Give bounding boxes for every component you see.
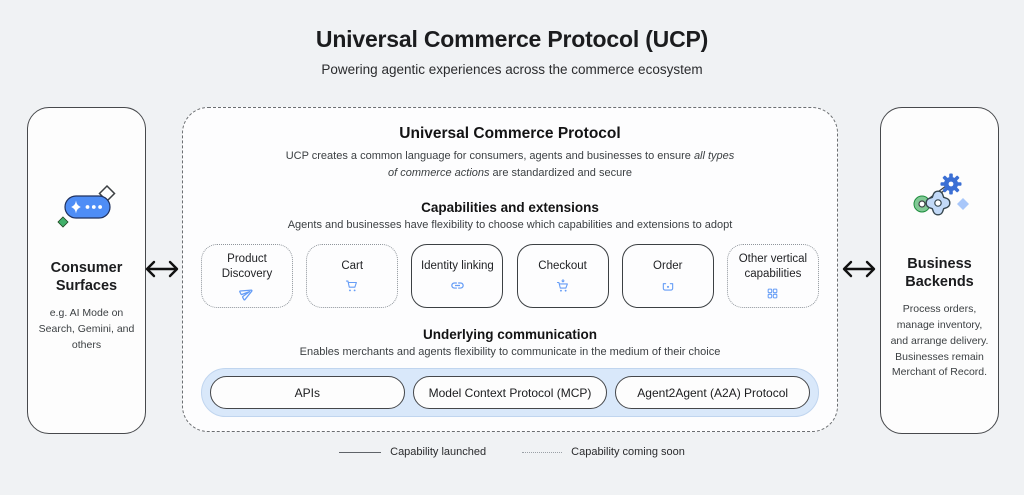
capability-cart: Cart	[306, 244, 399, 308]
ai-chat-pill-icon	[55, 184, 119, 237]
legend-item-coming-soon: Capability coming soon	[522, 446, 685, 458]
ucp-protocol-card: Universal Commerce Protocol UCP creates …	[182, 107, 838, 432]
grid-icon	[766, 286, 779, 300]
ucp-desc-part1: UCP creates a common language for consum…	[285, 150, 694, 162]
capability-other-vertical: Other vertical capabilities	[726, 244, 819, 308]
legend-launched-label: Capability launched	[390, 446, 487, 458]
capability-label: Other vertical capabilities	[738, 252, 808, 280]
legend: Capability launched Capability coming so…	[0, 446, 1024, 458]
page-title: Universal Commerce Protocol (UCP)	[315, 26, 709, 52]
cart-icon	[345, 279, 359, 293]
comm-pill-mcp: Model Context Protocol (MCP)	[412, 376, 608, 409]
gears-icon	[907, 170, 973, 233]
capabilities-section-subtitle: Agents and businesses have flexibility t…	[287, 219, 733, 231]
cart-checkout-icon	[556, 279, 570, 293]
capability-checkout: Checkout	[516, 244, 609, 308]
capabilities-section-title: Capabilities and extensions	[421, 200, 599, 215]
page-subtitle: Powering agentic experiences across the …	[321, 62, 703, 77]
business-backends-title: Business Backends	[905, 256, 974, 291]
capability-product-discovery: Product Discovery	[201, 244, 293, 308]
capability-label: Identity linking	[420, 260, 494, 273]
left-double-arrow-icon	[143, 257, 181, 281]
capability-order: Order	[621, 244, 714, 308]
ucp-desc-italic: all types of commerce actions	[388, 150, 735, 179]
ucp-desc-part2: are standardized and secure	[489, 166, 632, 179]
consumer-surfaces-card: Consumer Surfaces e.g. AI Mode on Search…	[27, 107, 146, 434]
capability-identity-linking: Identity linking	[411, 244, 504, 308]
send-icon	[239, 286, 254, 301]
dotted-line-icon	[522, 451, 563, 453]
capability-label: Product Discovery	[221, 252, 273, 280]
business-backends-description: Process orders, manage inventory, and ar…	[890, 303, 989, 379]
consumer-surfaces-title: Consumer Surfaces	[50, 260, 123, 295]
communication-section-subtitle: Enables merchants and agents flexibility…	[299, 346, 721, 358]
ucp-card-description: UCP creates a common language for consum…	[280, 148, 740, 181]
ucp-card-title: Universal Commerce Protocol	[399, 125, 621, 142]
header: Universal Commerce Protocol (UCP) Poweri…	[0, 26, 1024, 77]
order-tray-icon	[661, 279, 675, 293]
communication-section-title: Underlying communication	[422, 327, 598, 342]
link-icon	[450, 279, 465, 293]
right-double-arrow-icon	[840, 257, 878, 281]
capabilities-row: Product Discovery Cart Identity linki	[183, 244, 837, 308]
capability-label: Checkout	[538, 260, 587, 273]
consumer-surfaces-description: e.g. AI Mode on Search, Gemini, and othe…	[38, 307, 135, 351]
capability-label: Order	[653, 260, 683, 273]
solid-line-icon	[339, 451, 382, 453]
business-backends-card: Business Backends Process orders, manage…	[880, 107, 999, 434]
capability-label: Cart	[341, 260, 364, 273]
legend-coming-soon-label: Capability coming soon	[571, 446, 685, 458]
comm-pill-apis: APIs	[210, 376, 405, 409]
legend-item-launched: Capability launched	[339, 446, 486, 458]
communication-container: APIs Model Context Protocol (MCP) Agent2…	[201, 368, 819, 417]
comm-pill-a2a: Agent2Agent (A2A) Protocol	[615, 376, 811, 409]
